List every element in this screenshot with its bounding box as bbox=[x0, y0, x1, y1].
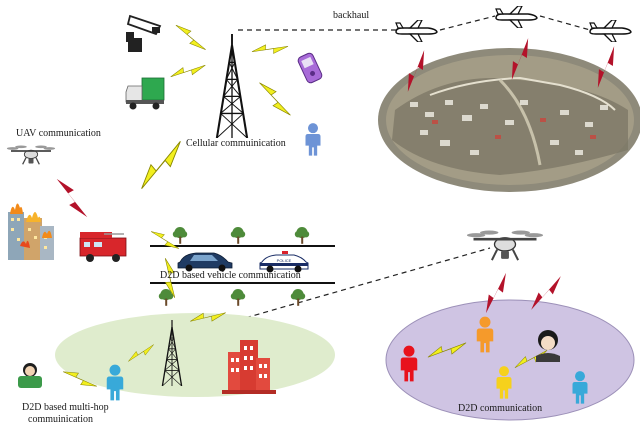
drone-large-icon bbox=[465, 229, 545, 262]
uav-label: UAV communication bbox=[16, 128, 101, 139]
d2d-label: D2D communication bbox=[458, 403, 543, 414]
multihop-people bbox=[18, 363, 124, 401]
city-building-icon bbox=[222, 340, 276, 394]
airplane-icon-3 bbox=[589, 20, 632, 42]
person-face-icon bbox=[536, 330, 560, 362]
burning-buildings-icon bbox=[8, 203, 54, 260]
tree-icon bbox=[290, 289, 306, 306]
d2d-zone bbox=[385, 299, 635, 421]
tree-icon bbox=[172, 227, 188, 244]
multihop-zone bbox=[55, 313, 335, 397]
tree-icon bbox=[294, 227, 310, 244]
car-icon bbox=[177, 252, 233, 272]
multihop-label-line1: D2D based multi-hop bbox=[22, 402, 109, 413]
police-car-icon: POLICE bbox=[259, 251, 309, 273]
d2d-people bbox=[400, 316, 588, 404]
d2d-vehicle-label: D2D based vehicle communication bbox=[160, 270, 301, 281]
fire-truck-icon bbox=[79, 232, 127, 262]
road bbox=[150, 245, 335, 284]
flood-photo bbox=[378, 48, 640, 192]
drone-icon bbox=[6, 144, 56, 166]
police-label: POLICE bbox=[277, 258, 292, 263]
person-icon bbox=[305, 123, 321, 156]
mobile-phone-icon bbox=[297, 52, 323, 84]
backhaul-label: backhaul bbox=[333, 10, 370, 21]
cctv-camera-icon bbox=[126, 14, 162, 52]
airplane-icon-1 bbox=[395, 20, 438, 42]
cell-tower-icon bbox=[215, 34, 249, 138]
multihop-label-line2: commuinication bbox=[28, 414, 93, 425]
tree-icon bbox=[230, 289, 246, 306]
truck-icon bbox=[125, 77, 165, 110]
airplane-icon-2 bbox=[495, 6, 538, 28]
cellular-label: Cellular commuinication bbox=[186, 138, 286, 149]
tree-icon bbox=[230, 227, 246, 244]
